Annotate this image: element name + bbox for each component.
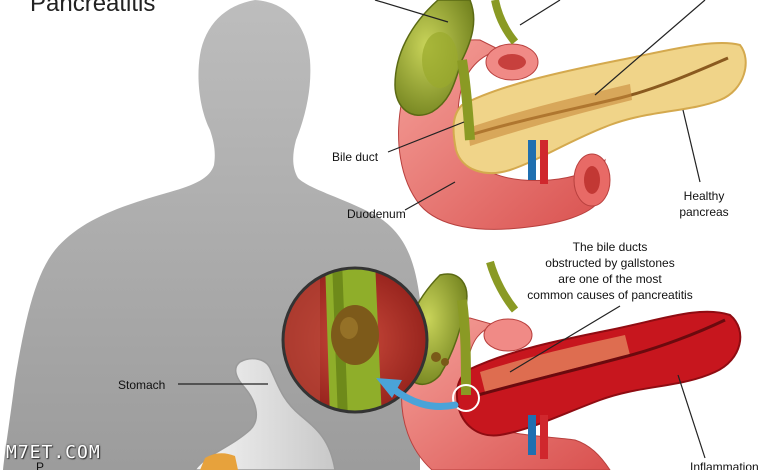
leader-lines-bottom [178,305,706,459]
label-stomach: Stomach [118,378,166,392]
label-duodenum: Duodenum [347,207,406,221]
diagram-title: Pancreatitis [30,0,156,17]
caption-line-2: obstructed by gallstones [545,256,675,270]
caption-line-3: are one of the most [558,272,662,286]
watermark: M7ET.COM [6,442,101,463]
healthy-organs [394,0,747,230]
inflamed-organs [401,260,742,470]
arrow-icon [376,378,459,410]
label-bile-duct: Bile duct [332,150,379,164]
caption-line-4: common causes of pancreatitis [527,288,693,302]
label-partial: P [36,460,45,470]
label-healthy-pancreas-1: Healthy [683,189,725,203]
label-healthy-pancreas-2: pancreas [679,205,729,219]
leader-lines-top [374,0,706,211]
stomach-illustration [194,357,336,470]
magnified-view [281,266,429,414]
label-inflammation: Inflammation [690,460,759,470]
caption-line-1: The bile ducts [572,240,648,254]
